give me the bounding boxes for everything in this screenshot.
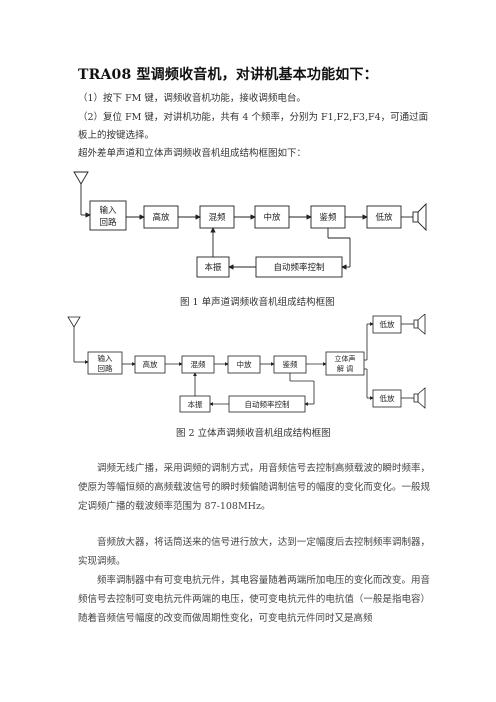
diagram-intro: 超外差单声道和立体声调频收音机组成结构框图如下：: [78, 148, 307, 159]
figure-2-caption: 图 2 立体声调频收音机组成结构框图: [176, 428, 331, 439]
speaker-bottom-icon: [413, 387, 426, 409]
block-osc-label: 本振: [188, 399, 203, 409]
feature-item-1: （1）按下 FM 键，调频收音机功能，接收调频电台。: [78, 93, 306, 104]
block-afc-label: 自动频率控制: [245, 399, 290, 409]
block-mixer-label: 混频: [208, 212, 226, 223]
block-input-label-1: 输入: [98, 353, 113, 363]
antenna-icon: [67, 316, 81, 328]
stereo-receiver-diagram: 输入 回路 高放 混频 中放 鉴频 立体声 解 调 低放 低放 本振 自动频率控…: [67, 314, 426, 413]
block-if-label: 中放: [263, 212, 281, 223]
block-rf-label: 高放: [152, 212, 170, 223]
paragraph-fm-broadcast: 调频无线广播，采用调频的调制方式，用音频信号去控制高频载波的瞬时频率，使原为等幅…: [78, 463, 430, 512]
speaker-icon: [412, 202, 427, 232]
figure-1-caption: 图 1 单声道调频收音机组成结构框图: [180, 297, 335, 308]
block-mixer-label: 混频: [191, 359, 206, 369]
block-input-circuit: [87, 351, 123, 375]
block-decoder-label-1: 立体声: [335, 354, 356, 363]
block-audio-label: 低放: [375, 212, 393, 223]
block-detector-label: 鉴频: [319, 212, 337, 223]
antenna-icon: [73, 171, 89, 185]
block-afc-label: 自动频率控制: [273, 262, 324, 273]
feature-item-3: 板上的按键选择。: [78, 130, 155, 141]
feature-item-2: （2）复位 FM 键，对讲机功能，共有 4 个频率，分别为 F1,F2,F3,F…: [78, 112, 429, 123]
block-input-circuit: [89, 200, 127, 231]
block-osc-label: 本振: [204, 262, 222, 273]
speaker-top-icon: [413, 314, 426, 335]
block-audio-bottom-label: 低放: [380, 393, 395, 403]
block-audio-top-label: 低放: [380, 319, 395, 329]
block-rf-label: 高放: [143, 359, 158, 369]
paragraph-audio-amp: 音频放大器，将话筒送来的信号进行放大，达到一定幅度后去控制频率调制器，实现调频。: [78, 537, 430, 567]
block-input-label-2: 回路: [98, 363, 113, 373]
block-input-label-1: 输入: [99, 205, 117, 216]
mono-receiver-diagram: 输入 回路 高放 混频 中放 鉴频 低放 本振 自动频率控制: [73, 171, 427, 278]
page-title: TRA08 型调频收音机，对讲机基本功能如下：: [78, 67, 378, 83]
block-decoder-label-2: 解 调: [337, 364, 353, 373]
block-input-label-2: 回路: [99, 217, 117, 228]
paragraph-freq-modulator: 频率调制器中有可变电抗元件，其电容量随着两端所加电压的变化而改变。用音频信号去控…: [78, 575, 430, 624]
block-if-label: 中放: [237, 359, 252, 369]
block-detector-label: 鉴频: [283, 359, 298, 369]
